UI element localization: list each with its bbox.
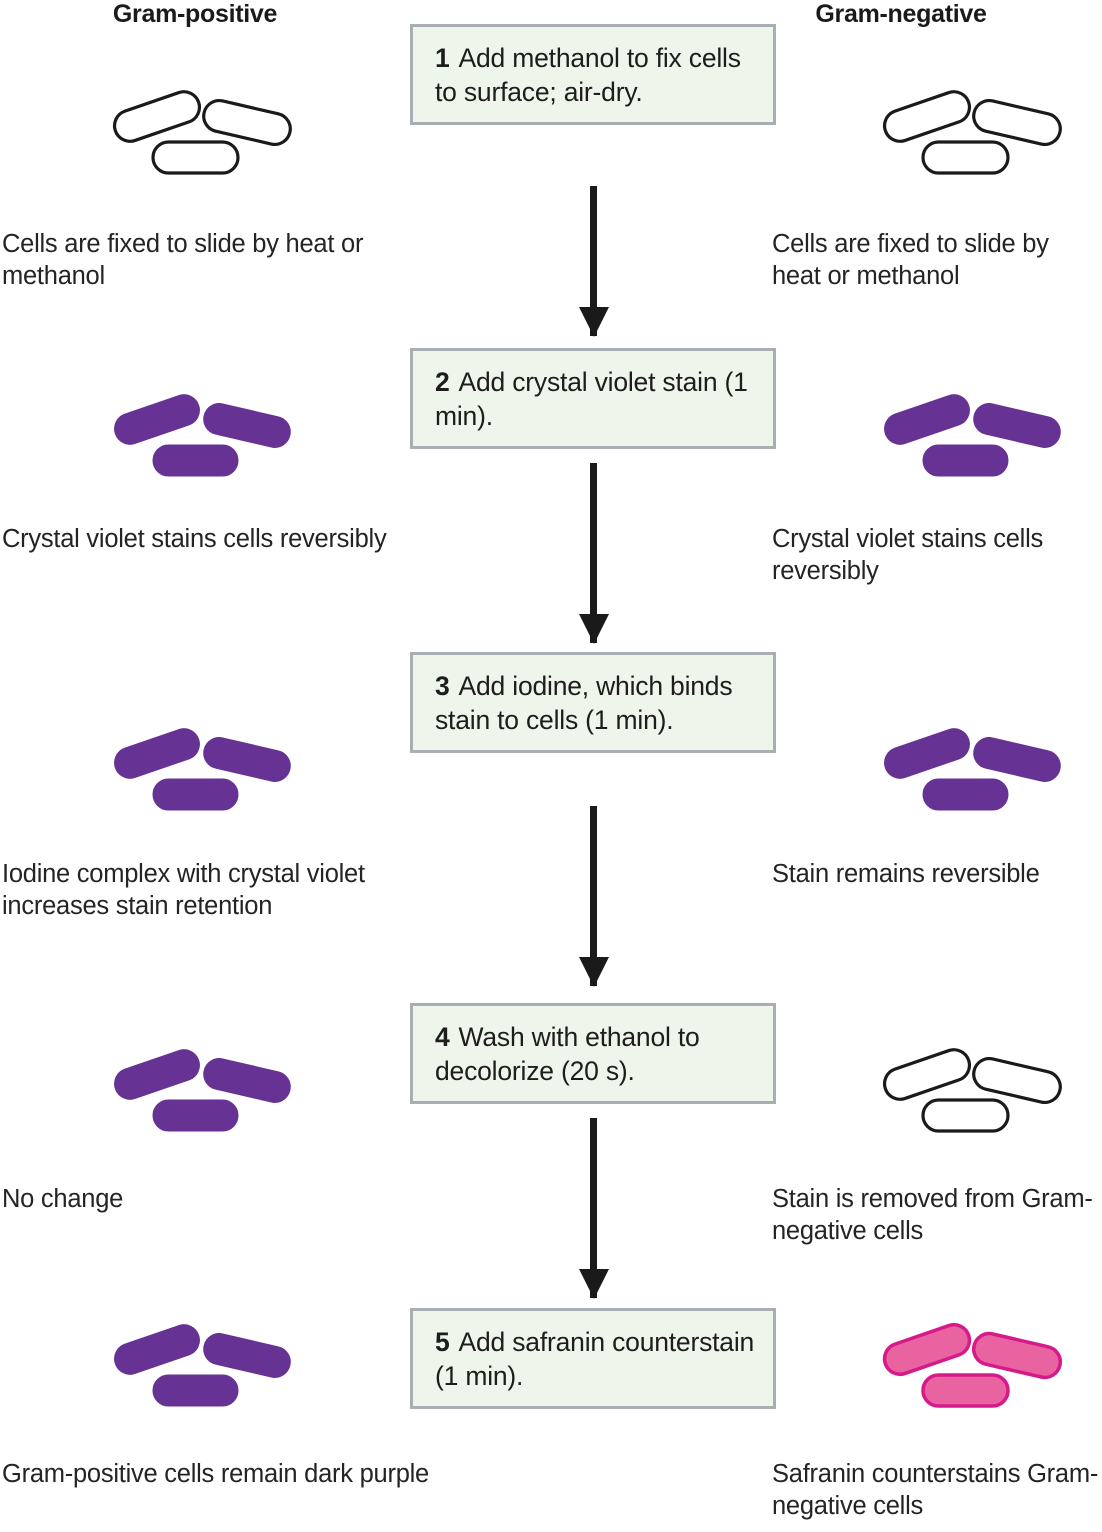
cell-cluster-right-step-2 (880, 388, 1065, 483)
caption-left-step-4: No change (2, 1185, 124, 1213)
caption-left-step-1: Cells are fixed to slide by heat or meth… (2, 230, 364, 291)
cell-cluster-right-step-3 (880, 722, 1065, 817)
step-text-1: Add methanol to fix cells to surface; ai… (435, 43, 741, 108)
caption-right-step-2: Crystal violet stains cells reversibly (772, 525, 1043, 586)
step-text-3: Add iodine, which binds stain to cells (… (435, 671, 733, 736)
caption-right-step-5: Safranin counterstains Gram-negative cel… (772, 1460, 1099, 1521)
column-header-gram-positive: Gram-positive (112, 0, 278, 28)
cell-cluster-right-step-1 (880, 85, 1065, 180)
caption-left-step-3: Iodine complex with crystal violet incre… (2, 860, 365, 921)
step-number-2: 2 (435, 367, 450, 397)
caption-right-step-3: Stain remains reversible (772, 860, 1040, 888)
caption-left-step-2: Crystal violet stains cells reversibly (2, 525, 387, 553)
step-text-2: Add crystal violet stain (1 min). (435, 367, 748, 432)
caption-right-step-1: Cells are fixed to slide by heat or meth… (772, 230, 1049, 291)
caption-left-step-5: Gram-positive cells remain dark purple (2, 1460, 429, 1488)
cell-cluster-right-step-5 (880, 1318, 1065, 1413)
cell-cluster-left-step-2 (110, 388, 295, 483)
step-text-5: Add safranin counterstain (1 min). (435, 1327, 755, 1392)
step-number-3: 3 (435, 671, 450, 701)
column-header-gram-negative: Gram-negative (815, 0, 987, 28)
flow-arrow-4-to-5 (590, 1118, 597, 1298)
step-number-1: 1 (435, 43, 450, 73)
flow-arrow-3-to-4 (590, 806, 597, 986)
step-number-5: 5 (435, 1327, 450, 1357)
cell-cluster-left-step-1 (110, 85, 295, 180)
cell-cluster-left-step-4 (110, 1043, 295, 1138)
caption-right-step-4: Stain is removed from Gram-negative cell… (772, 1185, 1093, 1246)
cell-cluster-right-step-4 (880, 1043, 1065, 1138)
flow-arrow-2-to-3 (590, 463, 597, 643)
cell-cluster-left-step-3 (110, 722, 295, 817)
step-number-4: 4 (435, 1022, 450, 1052)
cell-cluster-left-step-5 (110, 1318, 295, 1413)
step-text-4: Wash with ethanol to decolorize (20 s). (435, 1022, 700, 1087)
flow-arrow-1-to-2 (590, 186, 597, 336)
